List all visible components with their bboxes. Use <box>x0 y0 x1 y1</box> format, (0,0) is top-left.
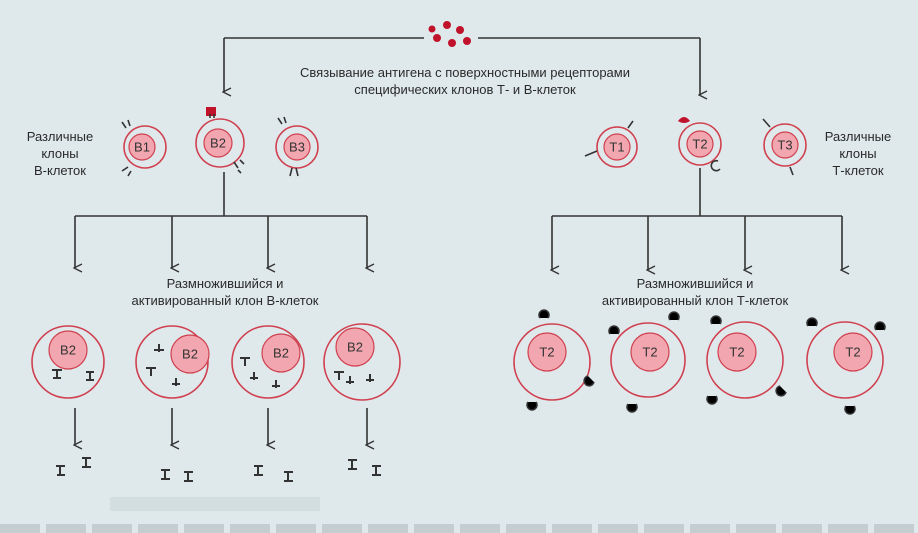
t-cell-t1: T1 <box>584 120 638 168</box>
activated-b-cell-1: B2 <box>31 325 105 399</box>
svg-text:T2: T2 <box>642 345 657 360</box>
t-activated-label-line-1: Размножившийся и <box>636 276 754 291</box>
activated-b-cell-3: B2 <box>231 325 305 399</box>
svg-text:T1: T1 <box>609 140 624 155</box>
activated-t-cell-1: T2 <box>513 309 595 411</box>
svg-text:B1: B1 <box>134 140 150 155</box>
svg-text:B2: B2 <box>210 136 226 151</box>
faded-bottom-strip <box>0 524 918 533</box>
svg-text:B2: B2 <box>347 340 363 355</box>
t-clones-label-line-2: клоны <box>839 146 877 161</box>
b-activated-label-line-1: Размножившийся и <box>166 276 284 291</box>
b-clone-branching-arrows <box>75 172 367 268</box>
activated-t-cell-2: T2 <box>608 311 686 413</box>
t-activated-clone-label: Размножившийся и активированный клон Т-к… <box>530 275 860 309</box>
t-clones-label-line-1: Различные <box>824 129 892 144</box>
t-clones-label: Различные клоны Т-клеток <box>808 128 908 179</box>
antigen-split-connector <box>224 37 700 95</box>
svg-text:T3: T3 <box>777 138 792 153</box>
svg-text:T2: T2 <box>692 137 707 152</box>
b-activated-label-line-2: активированный клон В-клеток <box>131 293 319 308</box>
t-clone-branching-arrows <box>552 168 842 270</box>
activated-t-cell-3: T2 <box>706 315 787 405</box>
b-clones-label-line-2: клоны <box>41 146 79 161</box>
faded-caption-strip <box>110 497 320 511</box>
svg-text:B3: B3 <box>289 140 305 155</box>
b-cell-b2: B2 <box>195 107 245 174</box>
b-cell-b3: B3 <box>275 116 319 177</box>
t-cell-t2: T2 <box>678 117 722 172</box>
antigen-cluster <box>428 21 471 47</box>
b-activated-clone-label: Размножившийся и активированный клон В-к… <box>60 275 390 309</box>
svg-text:B2: B2 <box>273 346 289 361</box>
b-clones-label-line-1: Различные <box>26 129 94 144</box>
activated-b-cell-4: B2 <box>323 323 401 401</box>
svg-text:T2: T2 <box>729 345 744 360</box>
b-clones-label-line-3: В-клеток <box>34 163 86 178</box>
svg-text:T2: T2 <box>539 345 554 360</box>
b-clones-label: Различные клоны В-клеток <box>10 128 110 179</box>
svg-text:B2: B2 <box>60 343 76 358</box>
t-clones-label-line-3: Т-клеток <box>832 163 884 178</box>
svg-text:T2: T2 <box>845 345 860 360</box>
t-cell-t3: T3 <box>762 118 807 176</box>
caption-line-2: специфических клонов Т- и В-клеток <box>354 82 576 97</box>
t-activated-label-line-2: активированный клон Т-клеток <box>601 293 789 308</box>
antibody-secretion-arrows <box>75 408 367 445</box>
caption-line-1: Связывание антигена с поверхностными рец… <box>300 65 630 80</box>
svg-text:B2: B2 <box>182 347 198 362</box>
antigen-binding-caption: Связывание антигена с поверхностными рец… <box>230 64 700 98</box>
activated-b-cell-2: B2 <box>135 325 210 399</box>
secreted-antibodies <box>56 457 381 482</box>
activated-t-cell-4: T2 <box>806 317 886 415</box>
b-cell-b1: B1 <box>121 119 167 177</box>
